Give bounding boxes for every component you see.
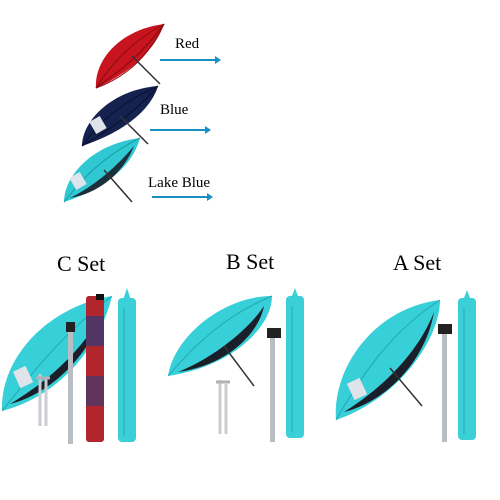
a-set-carry-bag <box>458 298 476 440</box>
b-set-canopy <box>168 296 272 376</box>
lake-blue-umbrella-image <box>63 137 141 203</box>
arrow-lake-blue <box>152 193 213 201</box>
c-set-ground-stake <box>36 374 50 426</box>
c-set-carry-bag <box>118 298 136 442</box>
b-set-ground-stake <box>216 380 230 434</box>
color-label-lake-blue: Lake Blue <box>148 175 211 191</box>
red-umbrella-image <box>95 23 165 89</box>
b-set-image <box>167 288 304 442</box>
c-set-pole <box>68 326 73 444</box>
a-set-canopy <box>335 300 440 420</box>
set-title-a: A Set <box>393 250 442 275</box>
b-set-carry-bag <box>286 296 304 438</box>
a-set-pole <box>442 332 447 442</box>
c-set-image <box>1 288 136 444</box>
set-title-b: B Set <box>226 249 275 274</box>
set-title-c: C Set <box>57 251 106 276</box>
arrow-blue <box>150 126 211 134</box>
b-set-pole <box>270 336 275 442</box>
blue-umbrella-image <box>81 85 159 147</box>
arrow-red <box>160 56 221 64</box>
color-label-red: Red <box>175 36 200 52</box>
color-label-blue: Blue <box>160 102 189 118</box>
a-set-image <box>335 290 476 442</box>
